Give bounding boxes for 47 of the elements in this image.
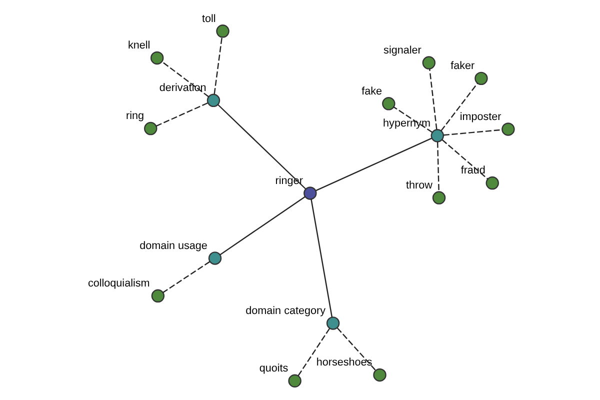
node-circle: [208, 252, 222, 265]
node-label: fake: [362, 85, 382, 98]
node-label: imposter: [460, 110, 502, 123]
node-circle: [373, 368, 386, 382]
connector: [298, 328, 330, 376]
node-label: horseshoes: [316, 356, 372, 369]
connector: [336, 328, 376, 370]
node-circle: [474, 72, 488, 86]
node-circle: [430, 129, 444, 142]
node-circle: [422, 56, 436, 70]
connector: [217, 104, 306, 190]
node-circle: [382, 97, 396, 110]
node-label: domain category: [246, 304, 326, 317]
node-circle: [206, 94, 220, 108]
connector: [214, 37, 223, 94]
node-label: throw: [406, 179, 432, 192]
node-circle: [502, 122, 515, 136]
node-label: signaler: [384, 44, 422, 56]
node-label: domain usage: [140, 240, 208, 252]
node-label: toll: [202, 12, 216, 25]
node-circle: [150, 51, 164, 65]
connector: [442, 139, 488, 180]
node-label: quoits: [259, 362, 288, 375]
node-circle: [486, 176, 499, 190]
connector: [440, 82, 478, 132]
connector: [162, 61, 210, 98]
node-circle: [326, 316, 340, 330]
connector: [316, 138, 432, 192]
node-label: ring: [126, 110, 144, 122]
node-circle: [216, 24, 230, 38]
node-circle: [432, 191, 446, 204]
connector: [156, 102, 208, 127]
connector: [220, 196, 306, 256]
connector: [429, 68, 438, 130]
node-circle: [144, 122, 158, 136]
node-label: faker: [450, 60, 475, 72]
connector: [162, 261, 210, 294]
node-circle: [288, 374, 302, 388]
connector: [436, 142, 440, 192]
connector: [443, 129, 502, 136]
node-label: fraud: [460, 164, 486, 177]
connector: [310, 199, 333, 318]
node-circle: [151, 289, 165, 302]
node-label: knell: [128, 40, 150, 52]
node-label: colloquialism: [88, 278, 150, 290]
node-circle: [304, 186, 317, 200]
node-label: derivation: [159, 82, 206, 94]
